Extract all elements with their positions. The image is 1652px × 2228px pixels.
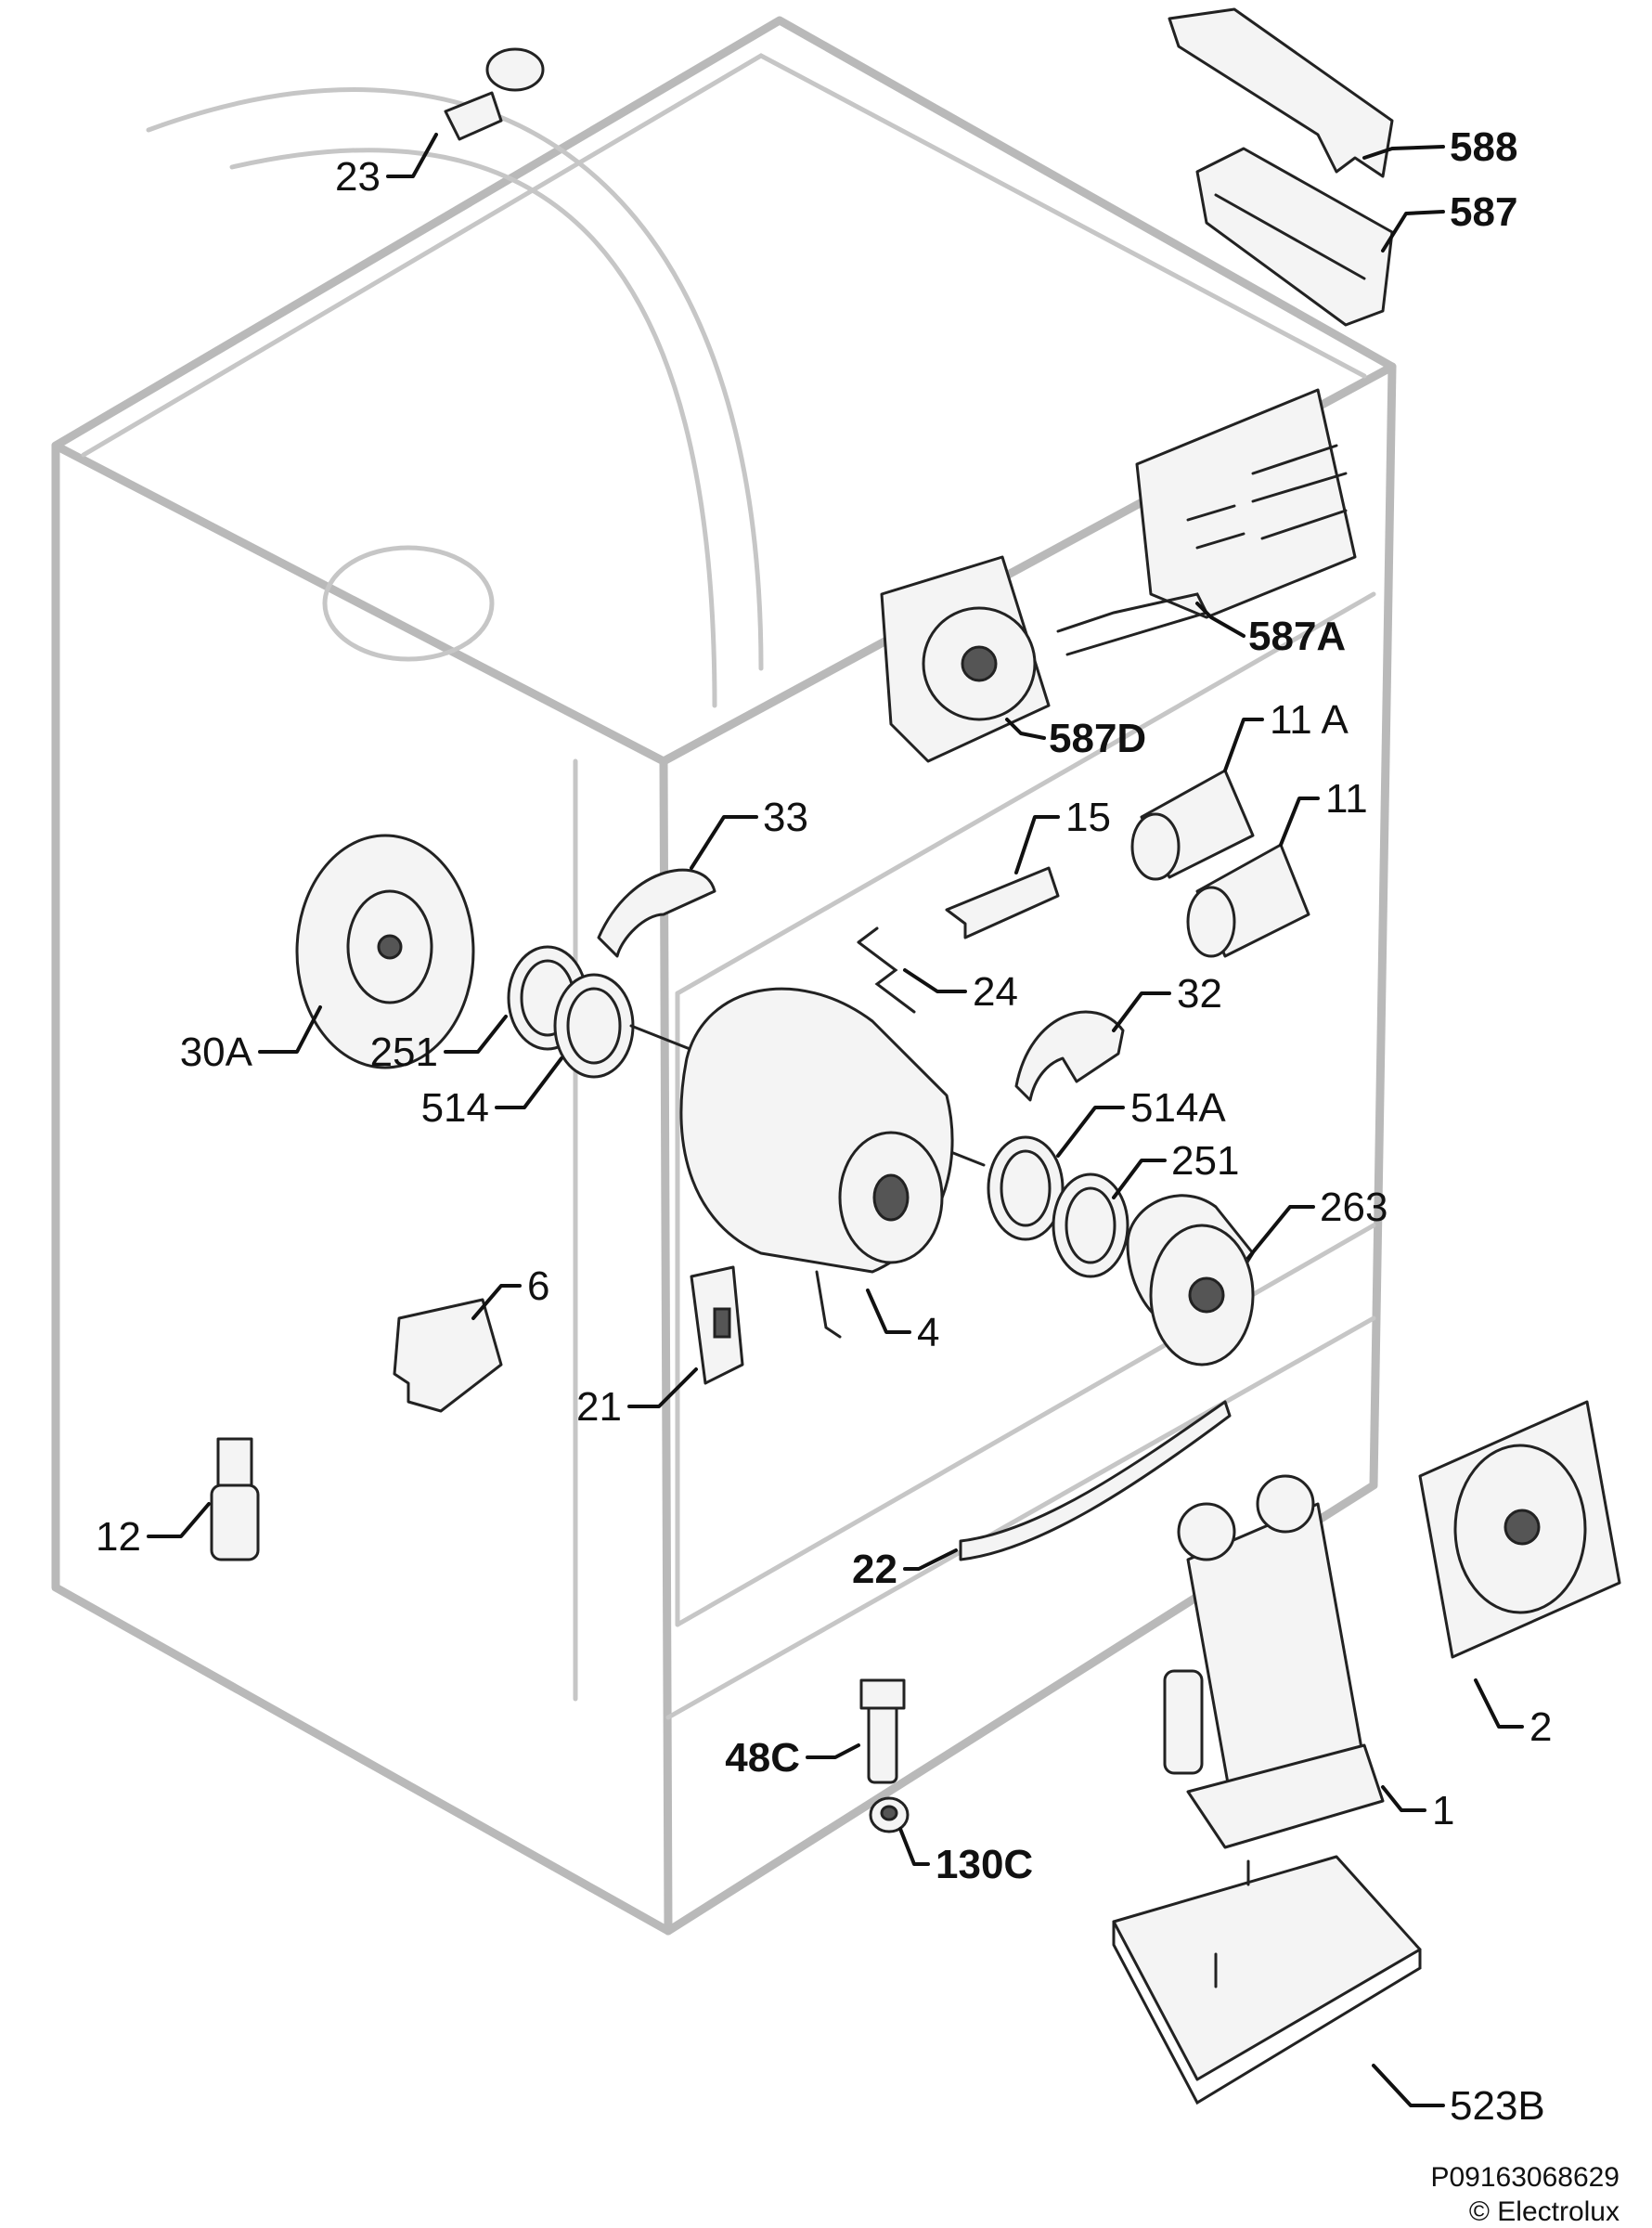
label-30A: 30A — [180, 1030, 253, 1075]
part-30A-shape — [295, 834, 475, 1069]
footer: P09163068629 © Electrolux — [1430, 2162, 1620, 2227]
label-130C: 130C — [936, 1842, 1033, 1887]
label-4: 4 — [917, 1310, 939, 1355]
label-21: 21 — [576, 1384, 622, 1430]
label-251-right: 251 — [1171, 1138, 1239, 1184]
label-22: 22 — [852, 1547, 897, 1592]
part-6-shape — [393, 1298, 503, 1413]
leader-263 — [1246, 1205, 1315, 1260]
part-12-shape — [210, 1437, 260, 1561]
label-11A: 11 A — [1270, 697, 1349, 743]
label-587D: 587D — [1049, 716, 1146, 761]
label-23: 23 — [335, 154, 381, 200]
leader-12 — [147, 1502, 211, 1538]
part-263-pulley-shape — [1126, 1194, 1255, 1367]
leader-15 — [1014, 815, 1060, 874]
leader-514A — [1056, 1106, 1125, 1158]
leader-1 — [1381, 1785, 1426, 1812]
leader-587D — [1005, 718, 1046, 740]
part-588-shape — [1168, 7, 1394, 178]
label-33: 33 — [763, 795, 808, 840]
label-12: 12 — [96, 1514, 141, 1560]
part-587-shape — [1195, 147, 1394, 327]
label-32: 32 — [1177, 971, 1222, 1017]
part-11A-shape — [1130, 769, 1255, 881]
label-15: 15 — [1065, 795, 1111, 840]
leader-23 — [386, 133, 438, 178]
label-587: 587 — [1450, 189, 1517, 235]
leader-30A — [258, 1005, 322, 1054]
part-23-shape — [444, 47, 545, 141]
leader-24 — [903, 968, 967, 993]
part-22-shape — [959, 1400, 1232, 1561]
diagram-code: P09163068629 — [1430, 2162, 1620, 2193]
part-4-motor-shape — [629, 987, 986, 1339]
part-11-shape — [1186, 843, 1310, 958]
part-15-shape — [945, 866, 1060, 939]
label-48C: 48C — [725, 1735, 800, 1781]
part-514-left-shape — [553, 973, 635, 1079]
copyright: © Electrolux — [1469, 2196, 1620, 2227]
label-588: 588 — [1450, 124, 1517, 170]
leader-33 — [690, 815, 758, 870]
cabinet-outline — [51, 16, 1397, 1936]
label-1: 1 — [1432, 1788, 1454, 1833]
label-514-left: 514 — [421, 1085, 489, 1131]
label-6: 6 — [527, 1263, 549, 1309]
part-130C-shape — [869, 1796, 910, 1833]
part-24-shape — [857, 926, 916, 1014]
leader-6 — [471, 1284, 522, 1320]
leader-130C — [898, 1827, 930, 1866]
part-48C-shape — [859, 1678, 906, 1784]
label-587A: 587A — [1248, 614, 1346, 659]
part-1-compressor-shape — [1163, 1474, 1385, 1849]
part-587A-shape — [1056, 388, 1357, 656]
leader-2 — [1474, 1678, 1524, 1729]
label-514A: 514A — [1130, 1085, 1226, 1131]
leader-48C — [806, 1743, 860, 1759]
part-251-right-shape — [1052, 1172, 1129, 1278]
part-21-shape — [690, 1265, 744, 1385]
leader-251-right — [1112, 1159, 1167, 1199]
part-2-fan-shape — [1418, 1400, 1621, 1659]
leader-11 — [1279, 797, 1320, 847]
leader-11A — [1223, 718, 1264, 772]
leader-4 — [866, 1289, 911, 1334]
leader-514-left — [495, 1056, 563, 1109]
label-24: 24 — [973, 969, 1018, 1015]
part-523B-bracket-shape — [1112, 1855, 1422, 2105]
leader-587A — [1195, 602, 1245, 638]
leader-lines — [147, 133, 1524, 2107]
part-514A-shape — [987, 1135, 1065, 1241]
label-251-left: 251 — [370, 1030, 438, 1075]
part-587D-shape — [880, 555, 1051, 763]
part-32-shape — [1014, 1010, 1125, 1102]
part-33-shape — [597, 868, 716, 958]
labels: 23 588 587 587A 587D 11 A 11 33 15 24 32… — [96, 124, 1552, 2129]
leader-587 — [1381, 210, 1445, 253]
label-2: 2 — [1529, 1704, 1552, 1750]
leader-21 — [627, 1367, 698, 1408]
leader-523B — [1372, 2064, 1445, 2107]
label-523B: 523B — [1450, 2083, 1545, 2129]
leader-22 — [903, 1548, 958, 1571]
leader-251-left — [444, 1015, 508, 1054]
label-263: 263 — [1320, 1185, 1387, 1230]
leader-32 — [1112, 991, 1171, 1032]
label-11: 11 — [1325, 776, 1368, 822]
leader-588 — [1362, 145, 1445, 160]
